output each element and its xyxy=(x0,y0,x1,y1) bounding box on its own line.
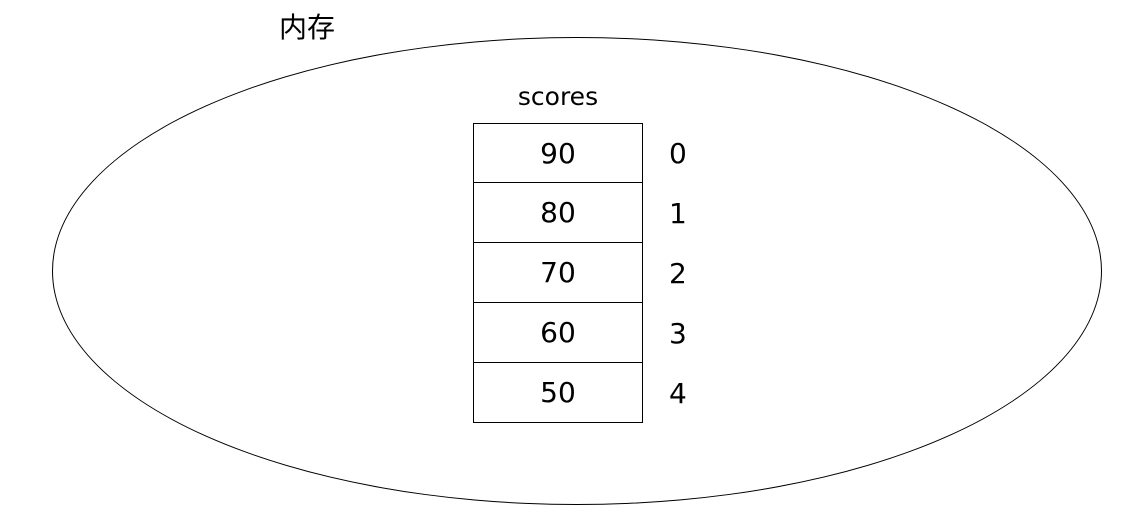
array-row: 80 1 xyxy=(473,183,687,243)
array-cell: 80 xyxy=(473,183,643,243)
array-index-label: 1 xyxy=(669,196,687,230)
array-row: 90 0 xyxy=(473,123,687,183)
array-row: 50 4 xyxy=(473,363,687,423)
array-cell: 70 xyxy=(473,243,643,303)
array-table: 90 0 80 1 70 2 60 3 50 4 xyxy=(473,123,687,423)
memory-label: 内存 xyxy=(279,11,336,44)
array-name-label: scores xyxy=(517,82,599,111)
array-row: 60 3 xyxy=(473,303,687,363)
array-row: 70 2 xyxy=(473,243,687,303)
memory-ellipse xyxy=(52,37,1102,505)
array-index-label: 0 xyxy=(669,136,687,170)
array-index-label: 3 xyxy=(669,316,687,350)
array-cell: 60 xyxy=(473,303,643,363)
array-cell: 50 xyxy=(473,363,643,423)
array-index-label: 4 xyxy=(669,376,687,410)
array-cell: 90 xyxy=(473,123,643,183)
array-index-label: 2 xyxy=(669,256,687,290)
